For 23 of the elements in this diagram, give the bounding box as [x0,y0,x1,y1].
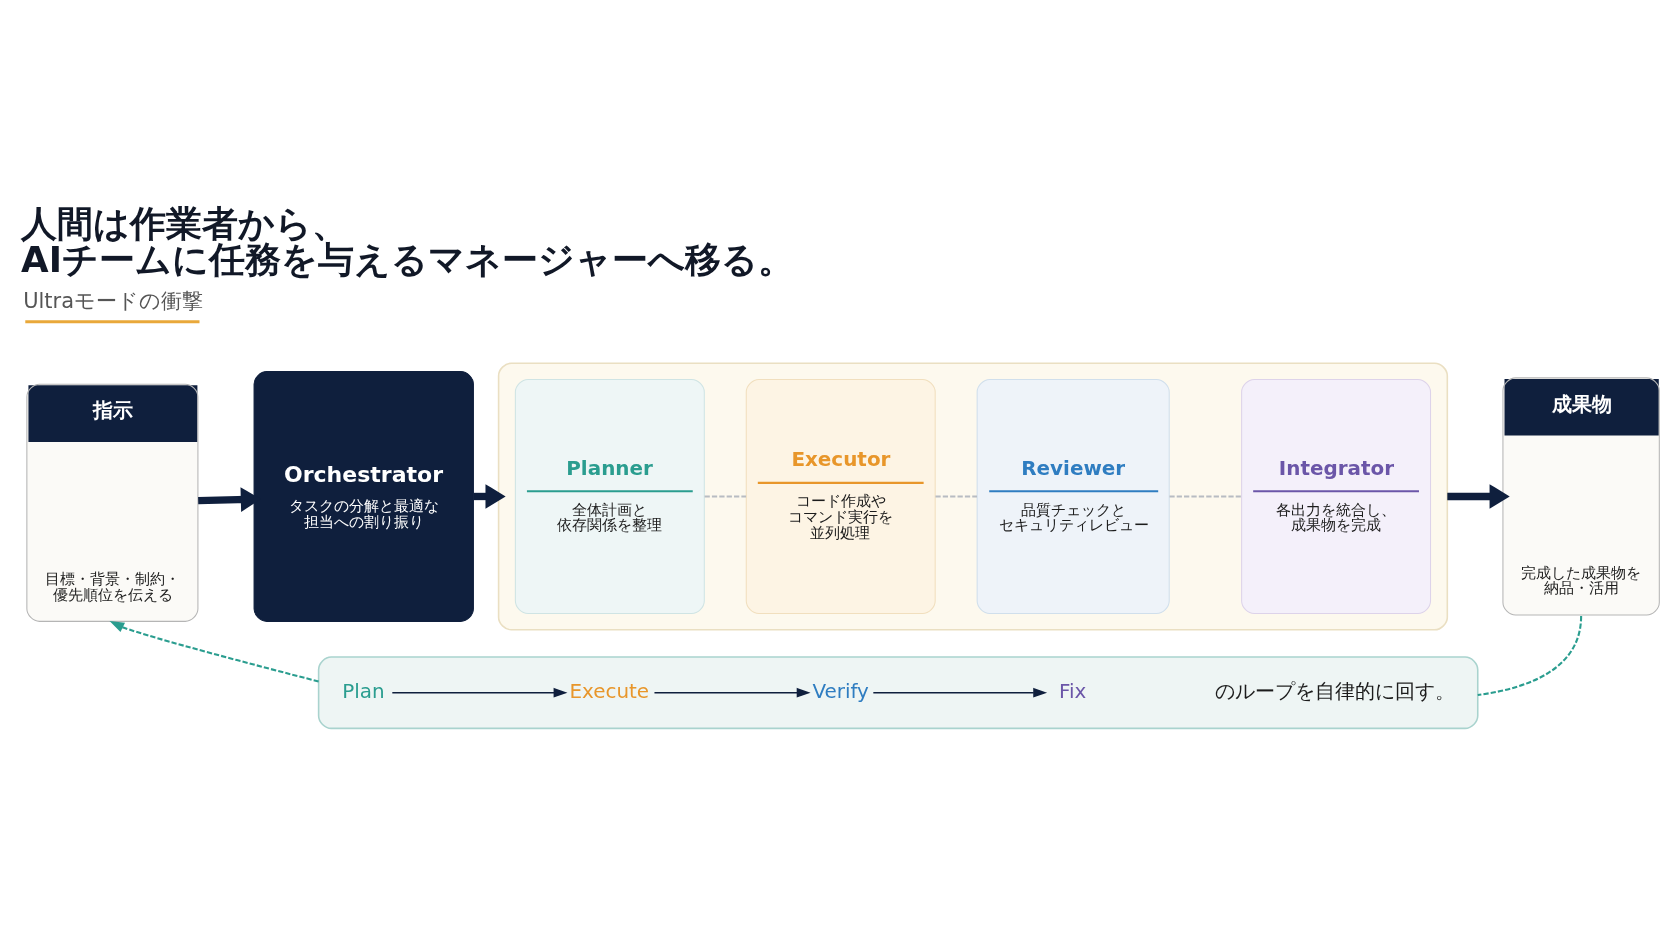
connector [704,495,747,498]
node-text: Fix [1059,679,1087,703]
node-text: Execute [569,679,650,703]
connector [935,495,977,498]
node-text: Plan [342,679,385,703]
node-box: Executor コード作成やコマンド実行を並列処理 [745,378,936,614]
diagram-title: 人間は作業者から、AIチームに任務を与えるマネージャーへ移る。 [21,202,794,280]
node-box: Planner 全体計画と依存関係を整理 [514,378,705,614]
arrow [872,687,1048,698]
arrow [653,687,811,698]
connector [1169,495,1242,498]
node-text: のループを自律的に回す。 [1215,679,1456,703]
node-box: Integrator 各出力を統合し、成果物を完成 [1241,378,1432,614]
cluster [317,656,1479,730]
label: Ultraモードの衝撃 [23,288,204,313]
arrow [391,687,568,698]
arrow [109,621,319,683]
cluster [497,362,1449,631]
node-text: Verify [812,679,869,703]
node-box: Orchestrator タスクの分解と最適な担当への割り振り [253,371,474,622]
node-box: Reviewer 品質チェックとセキュリティレビュー [976,378,1170,614]
arrow [1447,484,1510,509]
connector [1477,616,1583,697]
